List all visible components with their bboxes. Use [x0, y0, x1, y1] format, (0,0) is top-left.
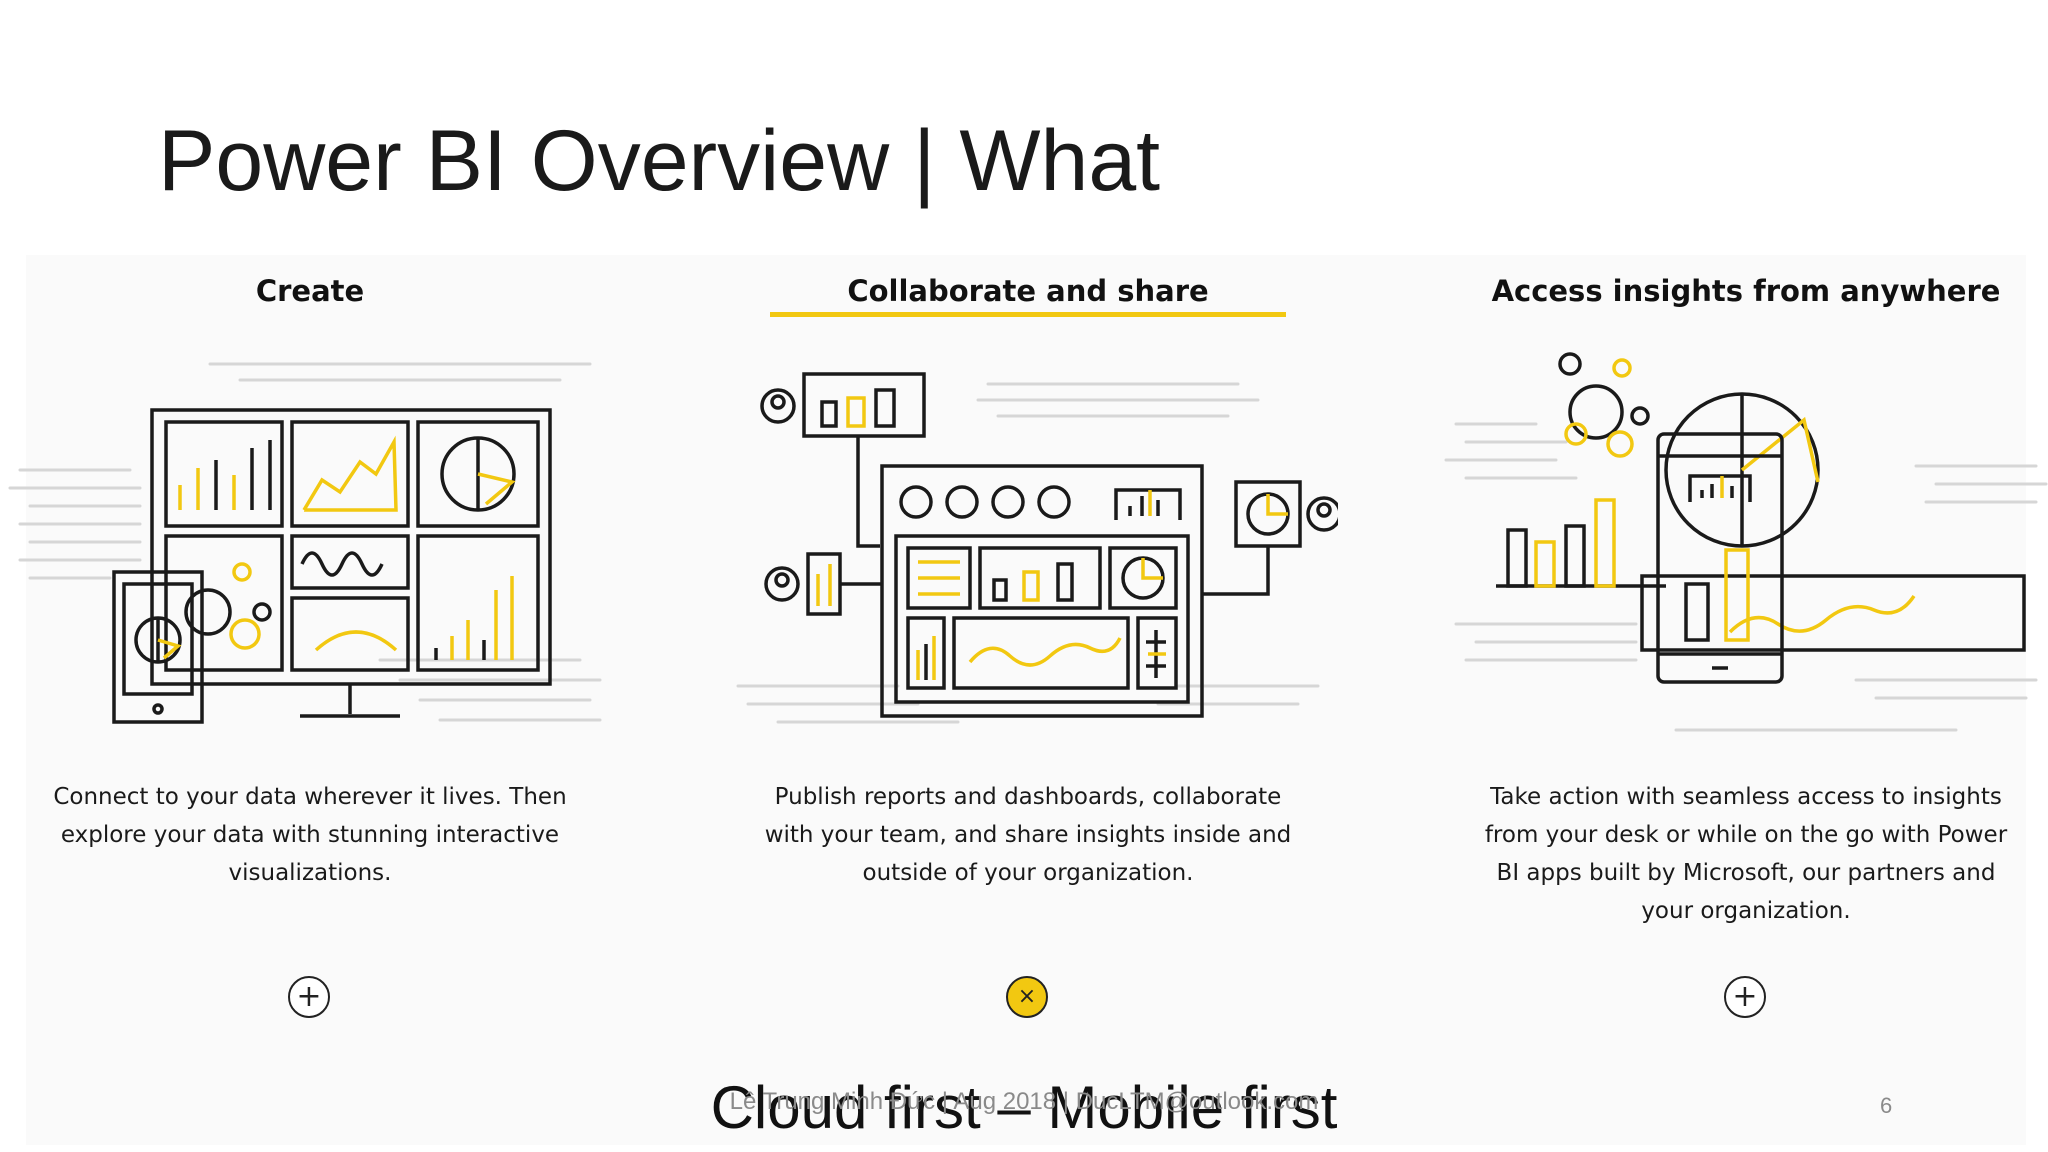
- column-create: Create: [0, 270, 620, 1018]
- plus-icon: +: [1732, 979, 1758, 1014]
- slide-tagline: Cloud first – Mobile first: [710, 1074, 1338, 1141]
- column-collaborate: Collaborate and share: [718, 270, 1338, 1018]
- column-access: Access insights from anywhere: [1436, 270, 2048, 1018]
- column-description: Take action with seamless access to insi…: [1484, 784, 2008, 924]
- column-heading: Collaborate and share: [847, 274, 1209, 308]
- create-illustration-icon: [8, 362, 602, 724]
- expand-create-button[interactable]: +: [288, 976, 330, 1018]
- plus-icon: +: [296, 979, 322, 1014]
- expand-access-button[interactable]: +: [1724, 976, 1766, 1018]
- slide-title: Power BI Overview | What: [158, 113, 1161, 209]
- active-tab-underline: [770, 312, 1286, 317]
- close-icon: ×: [1017, 984, 1037, 1009]
- column-description: Connect to your data wherever it lives. …: [53, 784, 567, 886]
- column-heading: Create: [255, 274, 365, 308]
- collapse-collaborate-button[interactable]: ×: [1006, 976, 1048, 1018]
- footer-author: Lê Trung Minh Đức | Aug 2018 | DucLTM@ou…: [729, 1088, 1319, 1115]
- access-illustration-icon: [1444, 352, 2048, 732]
- column-heading: Access insights from anywhere: [1491, 274, 2001, 308]
- collaborate-illustration-icon: [736, 372, 1338, 724]
- column-description: Publish reports and dashboards, collabor…: [764, 784, 1292, 886]
- slide-number: 6: [1880, 1093, 1893, 1118]
